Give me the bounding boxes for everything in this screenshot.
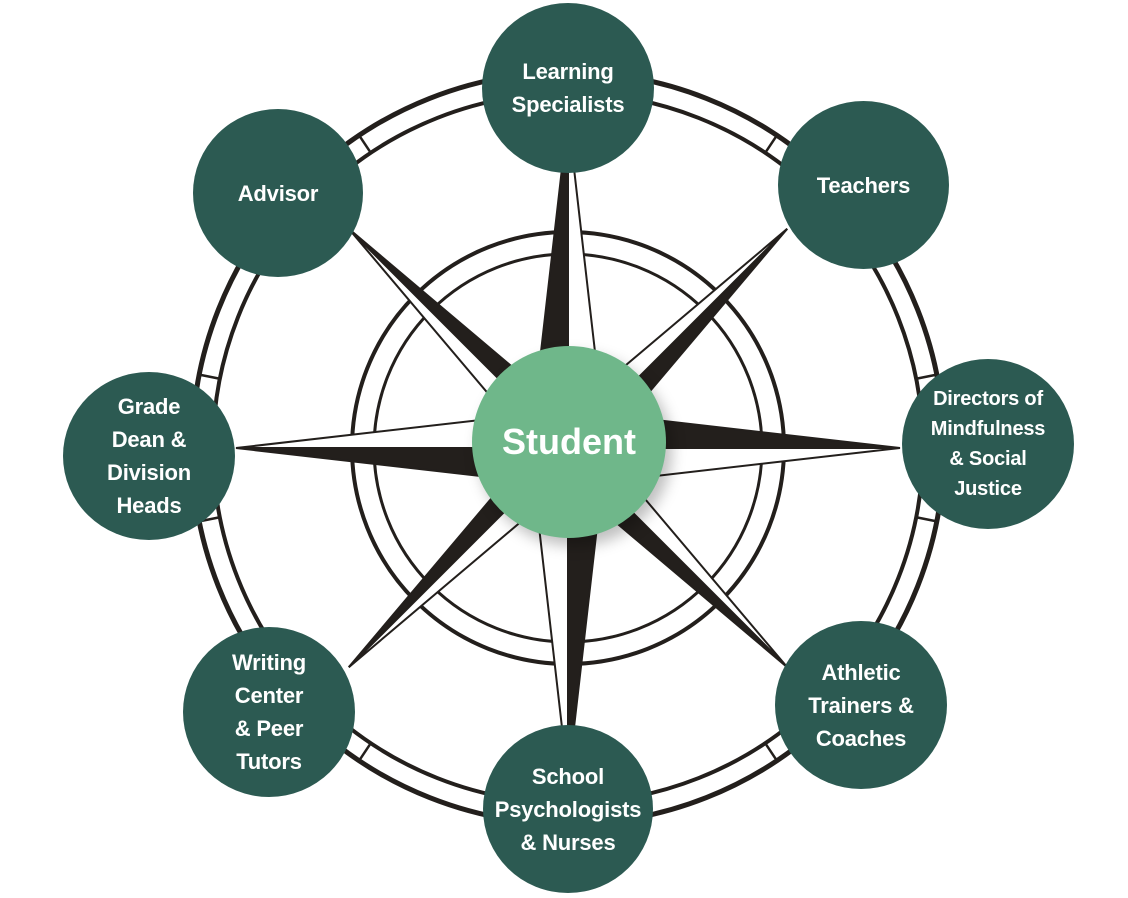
advisor-node: Advisor (193, 109, 363, 277)
writing-center-node: Writing Center & Peer Tutors (183, 627, 355, 797)
ring-tick (199, 375, 220, 379)
student-label: Student (502, 421, 636, 463)
learning-specialists-node: Learning Specialists (482, 3, 654, 173)
learning-specialists-label: Learning Specialists (512, 55, 625, 121)
ring-tick (359, 743, 371, 760)
athletic-trainers-label: Athletic Trainers & Coaches (808, 656, 914, 755)
directors-label: Directors of Mindfulness & Social Justic… (931, 384, 1045, 504)
ring-tick (765, 135, 777, 152)
student-node: Student (472, 346, 666, 538)
teachers-label: Teachers (817, 169, 910, 202)
ring-tick (765, 743, 777, 760)
school-psychologists-node: School Psychologists & Nurses (483, 725, 653, 893)
writing-center-label: Writing Center & Peer Tutors (232, 646, 306, 778)
directors-node: Directors of Mindfulness & Social Justic… (902, 359, 1074, 529)
grade-dean-node: Grade Dean & Division Heads (63, 372, 235, 540)
school-psychologists-label: School Psychologists & Nurses (495, 760, 642, 859)
ring-tick (359, 135, 371, 152)
grade-dean-label: Grade Dean & Division Heads (107, 390, 191, 522)
ring-tick (916, 517, 937, 521)
advisor-label: Advisor (238, 177, 319, 210)
teachers-node: Teachers (778, 101, 949, 269)
athletic-trainers-node: Athletic Trainers & Coaches (775, 621, 947, 789)
